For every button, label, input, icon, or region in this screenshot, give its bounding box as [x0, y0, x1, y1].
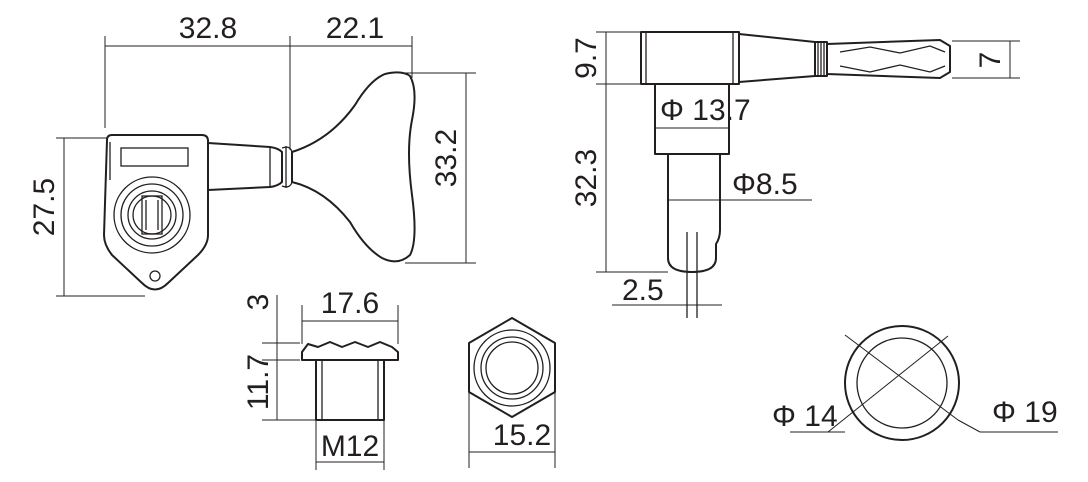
leader-line — [827, 419, 844, 433]
leader-line — [842, 335, 949, 421]
gear-detail — [839, 64, 946, 73]
dim-body-height: 27.5 — [28, 178, 61, 236]
post-slot — [141, 195, 163, 235]
hex-nut — [468, 317, 556, 418]
side-view: 32.8 22.1 33.2 27.5 — [28, 12, 476, 297]
hex-ring-inner — [485, 341, 539, 395]
front-shaft — [738, 33, 816, 83]
screw-hole — [149, 270, 161, 282]
hex-ring-mid — [480, 336, 544, 400]
neck-ring — [281, 146, 293, 188]
dim-post-height: 32.3 — [570, 149, 603, 207]
dim-width-shaft: 22.1 — [326, 12, 384, 45]
post-ring — [127, 190, 177, 240]
dim-gear-tip: 7 — [974, 52, 1007, 69]
dim-housing-height: 9.7 — [570, 37, 603, 79]
worm-gear — [826, 39, 951, 79]
tuner-button — [291, 71, 416, 263]
dim-thread: M12 — [321, 430, 379, 463]
leader-line — [957, 419, 981, 433]
front-post — [667, 153, 721, 273]
front-housing — [640, 31, 740, 85]
dim-button-height: 33.2 — [430, 129, 463, 187]
washer-view: Φ 14 Φ 19 — [772, 325, 1058, 441]
dim-across-flats: 15.2 — [493, 419, 551, 452]
dim-bushing-height: 11.7 — [242, 354, 275, 410]
dim-inner-diameter: Φ 14 — [772, 400, 838, 433]
nut-bushing — [315, 359, 385, 421]
post-ring-inner — [120, 183, 184, 247]
dim-flange-thickness: 3 — [242, 294, 275, 311]
dim-slot-width: 2.5 — [622, 274, 664, 307]
washer-inner — [856, 337, 948, 429]
dim-housing-diameter: Φ 13.7 — [660, 94, 751, 127]
dim-flange-width: 17.6 — [321, 287, 379, 320]
washer-outer — [844, 325, 960, 441]
nut-top-view: 15.2 — [468, 317, 556, 468]
post-ring-outer — [113, 176, 191, 254]
dim-outer-diameter: Φ 19 — [992, 396, 1058, 429]
shaft — [207, 142, 283, 191]
label-slot — [120, 147, 189, 167]
nut-side-view: 17.6 3 11.7 M12 — [242, 287, 399, 470]
nut-flange — [301, 341, 399, 361]
gear-detail — [839, 45, 946, 54]
dim-post-diameter: Φ8.5 — [732, 168, 798, 201]
hex-ring-outer — [473, 329, 551, 407]
leader-line — [844, 334, 959, 421]
dim-width-body: 32.8 — [179, 12, 237, 45]
thread-lines — [817, 42, 825, 76]
front-view: 7 9.7 32.3 Φ 13.7 Φ8.5 2.5 — [570, 31, 1020, 318]
housing-body — [103, 134, 209, 291]
